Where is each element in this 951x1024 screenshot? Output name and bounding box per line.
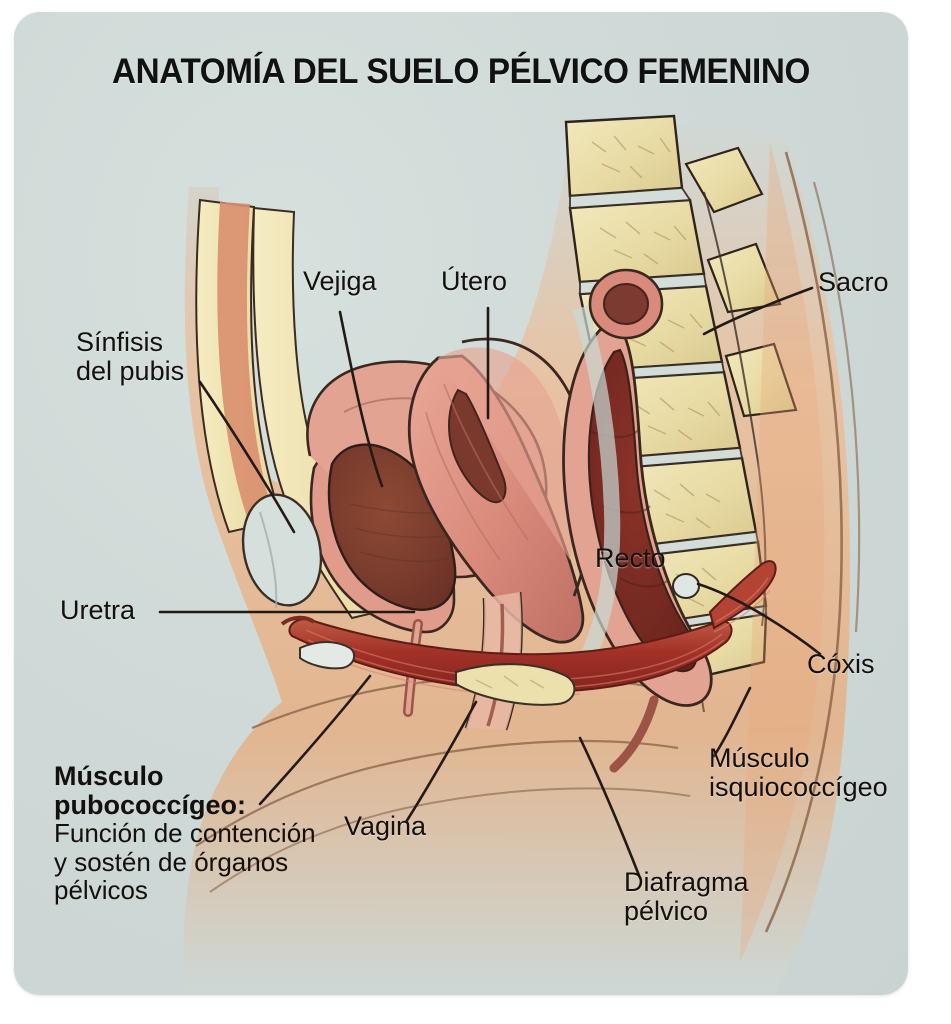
label-musculo-isquiococcigeo: Músculo isquiococcígeo bbox=[709, 743, 888, 802]
label-sacro: Sacro bbox=[818, 267, 889, 297]
diagram-card: ANATOMÍA DEL SUELO PÉLVICO FEMENINO bbox=[14, 12, 908, 995]
label-musculo-pubococcigeo-title: Músculo pubococcígeo: bbox=[54, 761, 247, 820]
label-recto: Recto bbox=[595, 543, 666, 573]
label-musculo-pubococcigeo-description: Función de contención y sostén de órgano… bbox=[54, 818, 316, 906]
label-uretra: Uretra bbox=[60, 595, 136, 625]
label-vagina: Vagina bbox=[344, 811, 427, 841]
label-coxis: Cóxis bbox=[807, 649, 875, 679]
label-diafragma-pelvico: Diafragma pélvico bbox=[624, 867, 749, 926]
label-musculo-pubococcigeo: Músculo pubococcígeo: Función de contenc… bbox=[54, 762, 374, 905]
label-utero: Útero bbox=[441, 266, 508, 296]
page-title: ANATOMÍA DEL SUELO PÉLVICO FEMENINO bbox=[112, 52, 810, 91]
label-sinfisis-del-pubis: Sínfisis del pubis bbox=[76, 327, 185, 386]
label-vejiga: Vejiga bbox=[303, 266, 377, 296]
pelvic-floor-anatomy-illustration bbox=[158, 114, 861, 995]
